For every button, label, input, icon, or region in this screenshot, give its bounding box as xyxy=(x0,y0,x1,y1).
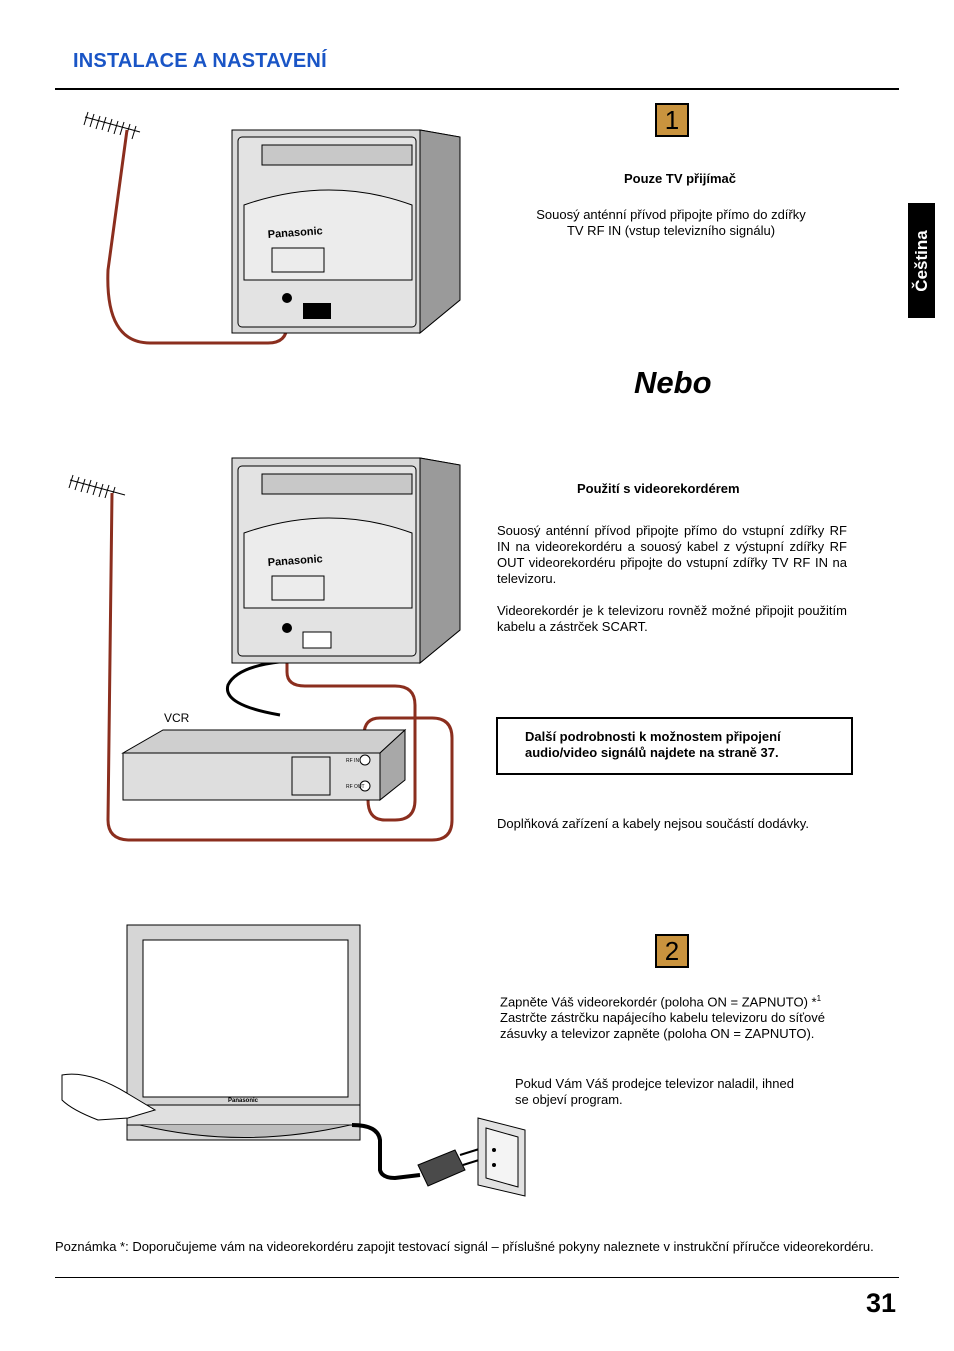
step-1-badge: 1 xyxy=(655,103,689,137)
tv-front: Panasonic xyxy=(126,924,361,1141)
tv-brand-2: Panasonic xyxy=(267,553,323,569)
tv-brand-1: Panasonic xyxy=(267,225,323,241)
tuned-line-1: Pokud Vám Váš prodejce televizor naladil… xyxy=(515,1076,794,1091)
step-2-line-3: zásuvky a televizor zapněte (poloha ON =… xyxy=(500,1026,815,1042)
step-2-instructions: Zapněte Váš videorekordér (poloha ON = Z… xyxy=(500,991,870,1042)
step-2-line-1: Zapněte Váš videorekordér (poloha ON = Z… xyxy=(500,994,822,1010)
wall-socket-icon xyxy=(477,1117,526,1197)
footnote: Poznámka *: Doporučujeme vám na videorek… xyxy=(55,1239,874,1254)
tv-brand-front: Panasonic xyxy=(228,1098,259,1104)
rf-in-label: RF IN xyxy=(346,758,359,764)
note-box-text: Další podrobnosti k možnostem připojení … xyxy=(525,729,781,760)
footer-rule xyxy=(55,1277,899,1278)
vcr-section-title: Použití s videorekordérem xyxy=(577,481,740,496)
footnote-marker: 1 xyxy=(816,994,822,1003)
language-tab: Čeština xyxy=(908,203,935,318)
tuned-line-2: se objeví program. xyxy=(515,1092,623,1107)
antenna-icon-1 xyxy=(83,111,141,140)
vcr-paragraph-2: Videorekordér je k televizoru rovněž mož… xyxy=(497,603,847,634)
note-box: Další podrobnosti k možnostem připojení … xyxy=(496,717,853,775)
step-2-line-2: Zastrčte zástrčku napájecího kabelu tele… xyxy=(500,1010,825,1026)
vcr-label: VCR xyxy=(164,711,190,725)
page-number: 31 xyxy=(866,1288,897,1318)
header-rule xyxy=(55,88,899,90)
step-2-tuned-note: Pokud Vám Váš prodejce televizor naladil… xyxy=(515,1076,855,1108)
separator-word: Nebo xyxy=(634,365,712,400)
step-1-text-line-1: Souosý anténní přívod připojte přímo do … xyxy=(536,207,806,222)
page-heading: INSTALACE A NASTAVENÍ xyxy=(73,50,327,72)
tv-back-1: Panasonic xyxy=(231,129,461,335)
hand-icon xyxy=(61,1073,157,1121)
rf-out-label: RF OUT xyxy=(346,784,365,790)
step-1-text: Souosý anténní přívod připojte přímo do … xyxy=(500,207,842,239)
step-2-badge: 2 xyxy=(655,934,689,968)
step-1-title: Pouze TV přijímač xyxy=(624,171,736,186)
antenna-icon-2 xyxy=(68,474,126,501)
vcr-paragraph-1: Souosý anténní přívod připojte přímo do … xyxy=(497,523,847,586)
step-1-text-line-2: TV RF IN (vstup televizního signálu) xyxy=(566,223,776,238)
vcr-device: RF IN RF OUT xyxy=(121,728,407,802)
tv-back-2: Panasonic xyxy=(231,457,461,665)
accessories-note: Doplňková zařízení a kabely nejsou součá… xyxy=(497,816,809,831)
